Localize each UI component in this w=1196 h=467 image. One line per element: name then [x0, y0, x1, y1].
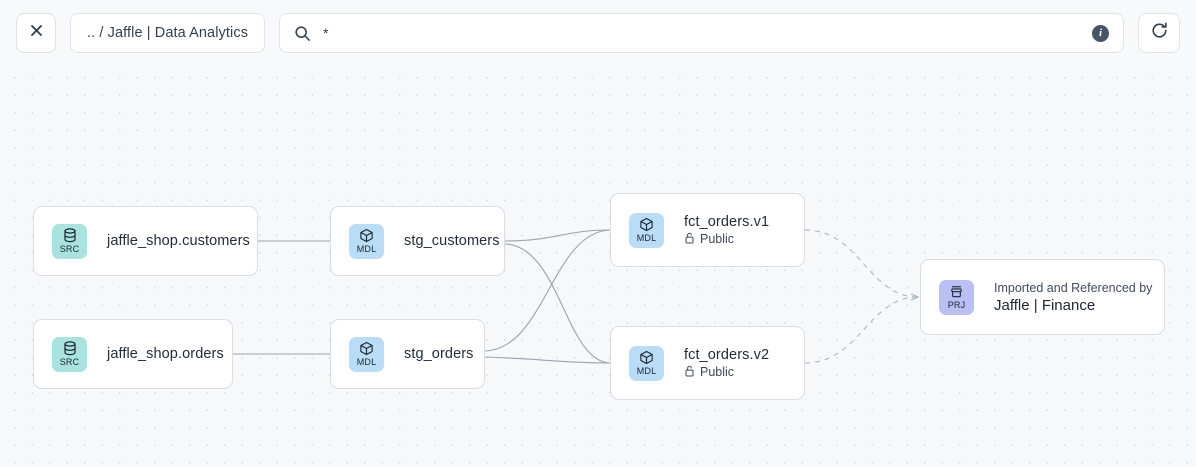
node-visibility: Public: [684, 365, 769, 380]
graph-edges: [233, 229, 1196, 364]
cube-icon: [359, 341, 374, 356]
node-text: fct_orders.v2 Public: [684, 347, 769, 380]
info-icon-label: i: [1098, 27, 1103, 39]
node-text: fct_orders.v1 Public: [684, 214, 769, 247]
cube-icon: [359, 228, 374, 243]
node-text: stg_customers: [404, 233, 500, 249]
edge-v1-project: [804, 229, 918, 297]
node-badge-mdl: MDL: [629, 345, 664, 381]
node-fct-orders-v1[interactable]: MDL fct_orders.v1 Public: [610, 193, 805, 267]
search-input[interactable]: * i: [279, 13, 1124, 53]
node-caption: Imported and Referenced by: [994, 280, 1153, 295]
node-badge-label: SRC: [59, 357, 80, 367]
edge-v2-project: [804, 297, 918, 364]
close-icon: [29, 23, 44, 43]
node-badge-src: SRC: [52, 336, 87, 372]
node-jaffle-shop-orders[interactable]: SRC jaffle_shop.orders: [33, 319, 233, 389]
cube-icon: [639, 217, 654, 232]
node-title: jaffle_shop.orders: [107, 346, 224, 362]
node-badge-label: MDL: [356, 244, 377, 254]
node-visibility: Public: [684, 232, 769, 247]
node-title: fct_orders.v2: [684, 346, 770, 363]
node-title: stg_orders: [404, 346, 474, 362]
graph-canvas[interactable]: SRC jaffle_shop.customers SRC jaffle_sh: [0, 66, 1196, 467]
node-jaffle-finance-project[interactable]: PRJ Imported and Referenced by Jaffle | …: [920, 259, 1165, 335]
node-title: fct_orders.v1: [684, 213, 770, 230]
node-badge-src: SRC: [52, 223, 87, 259]
node-badge-prj: PRJ: [939, 279, 974, 315]
node-visibility-label: Public: [700, 232, 735, 246]
project-icon: [949, 285, 964, 299]
database-icon: [63, 341, 77, 356]
edge-stgcust-v1: [504, 229, 611, 242]
node-text: stg_orders: [404, 346, 474, 362]
top-toolbar: .. / Jaffle | Data Analytics * i: [0, 0, 1196, 66]
node-text: jaffle_shop.orders: [107, 346, 224, 362]
node-title: Jaffle | Finance: [994, 296, 1096, 314]
node-stg-orders[interactable]: MDL stg_orders: [330, 319, 485, 389]
node-badge-mdl: MDL: [349, 336, 384, 372]
node-fct-orders-v2[interactable]: MDL fct_orders.v2 Public: [610, 326, 805, 400]
node-jaffle-shop-customers[interactable]: SRC jaffle_shop.customers: [33, 206, 258, 276]
close-button[interactable]: [16, 13, 56, 53]
breadcrumb-label: .. / Jaffle | Data Analytics: [87, 25, 249, 41]
cube-icon: [639, 350, 654, 365]
node-badge-label: MDL: [356, 357, 377, 367]
node-text: Imported and Referenced by Jaffle | Fina…: [994, 281, 1152, 314]
node-badge-label: MDL: [636, 233, 657, 243]
node-text: jaffle_shop.customers: [107, 233, 250, 249]
node-badge-label: MDL: [636, 366, 657, 376]
edge-stgord-v2: [484, 356, 611, 364]
node-badge-mdl: MDL: [629, 212, 664, 248]
edge-stgord-v1: [484, 229, 611, 352]
search-icon: [294, 25, 311, 42]
node-stg-customers[interactable]: MDL stg_customers: [330, 206, 505, 276]
search-value: *: [323, 25, 329, 41]
info-icon[interactable]: i: [1092, 24, 1109, 42]
breadcrumb[interactable]: .. / Jaffle | Data Analytics: [70, 13, 266, 53]
refresh-icon: [1150, 21, 1169, 45]
node-visibility-label: Public: [700, 365, 735, 379]
node-title: stg_customers: [404, 233, 500, 249]
node-badge-label: PRJ: [947, 299, 966, 310]
node-title: jaffle_shop.customers: [107, 233, 250, 249]
refresh-button[interactable]: [1138, 13, 1180, 53]
node-badge-label: SRC: [59, 244, 80, 254]
edge-stgcust-v2: [504, 243, 611, 364]
database-icon: [63, 228, 77, 243]
node-badge-mdl: MDL: [349, 223, 384, 259]
unlock-icon: [684, 365, 695, 380]
unlock-icon: [684, 232, 695, 247]
